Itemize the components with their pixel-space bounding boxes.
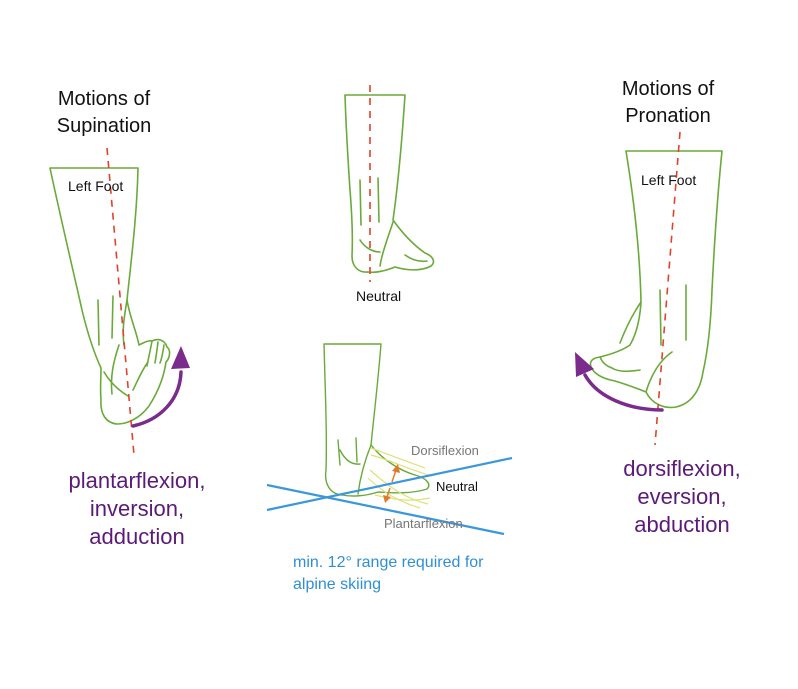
neutral-label: Neutral [356,288,402,304]
pronation-arrow [575,352,664,412]
pronation-foot-label: Left Foot [641,172,697,188]
supination-axis-line [106,147,135,456]
plantarflexion-label: Plantarflexion [384,516,463,531]
pronation-motion-1: dorsiflexion, [623,456,741,481]
supination-arrow [131,346,190,428]
pronation-foot-drawing [589,150,723,409]
dorsiflexion-line [266,456,513,512]
range-note: min. 12° range required for alpine skiin… [293,552,484,596]
supination-motion-3: adduction [89,524,185,549]
supination-heading-line2: Supination [56,115,152,137]
supination-foot-label: Left Foot [68,178,124,194]
pronation-heading-line1: Motions of [621,78,715,100]
pronation-motions: dorsiflexion, eversion, abduction [597,455,767,539]
supination-foot-drawing [49,167,171,425]
dorsiflexion-label: Dorsiflexion [411,443,479,458]
pronation-heading: Motions of Pronation [598,76,738,130]
pronation-motion-2: eversion, [637,484,727,509]
supination-heading-line1: Motions of [57,88,151,110]
supination-motion-2: inversion, [89,496,185,521]
pronation-motion-3: abduction [634,512,730,537]
pronation-heading-line2: Pronation [625,105,711,127]
range-small-arrows [383,464,400,503]
plantarflexion-line [266,483,505,536]
supination-motions: plantarflexion, inversion, adduction [52,467,222,551]
supination-heading: Motions of Supination [34,86,174,140]
range-neutral-label: Neutral [436,479,478,494]
range-note-line2: alpine skiing [293,576,382,593]
range-foot-drawing [323,343,430,497]
range-note-line1: min. 12° range required for [293,554,484,571]
range-foot-ghost-outlines [367,447,433,509]
supination-motion-1: plantarflexion, [68,468,206,493]
pronation-axis-line [654,131,681,446]
neutral-foot-drawing [344,94,435,274]
